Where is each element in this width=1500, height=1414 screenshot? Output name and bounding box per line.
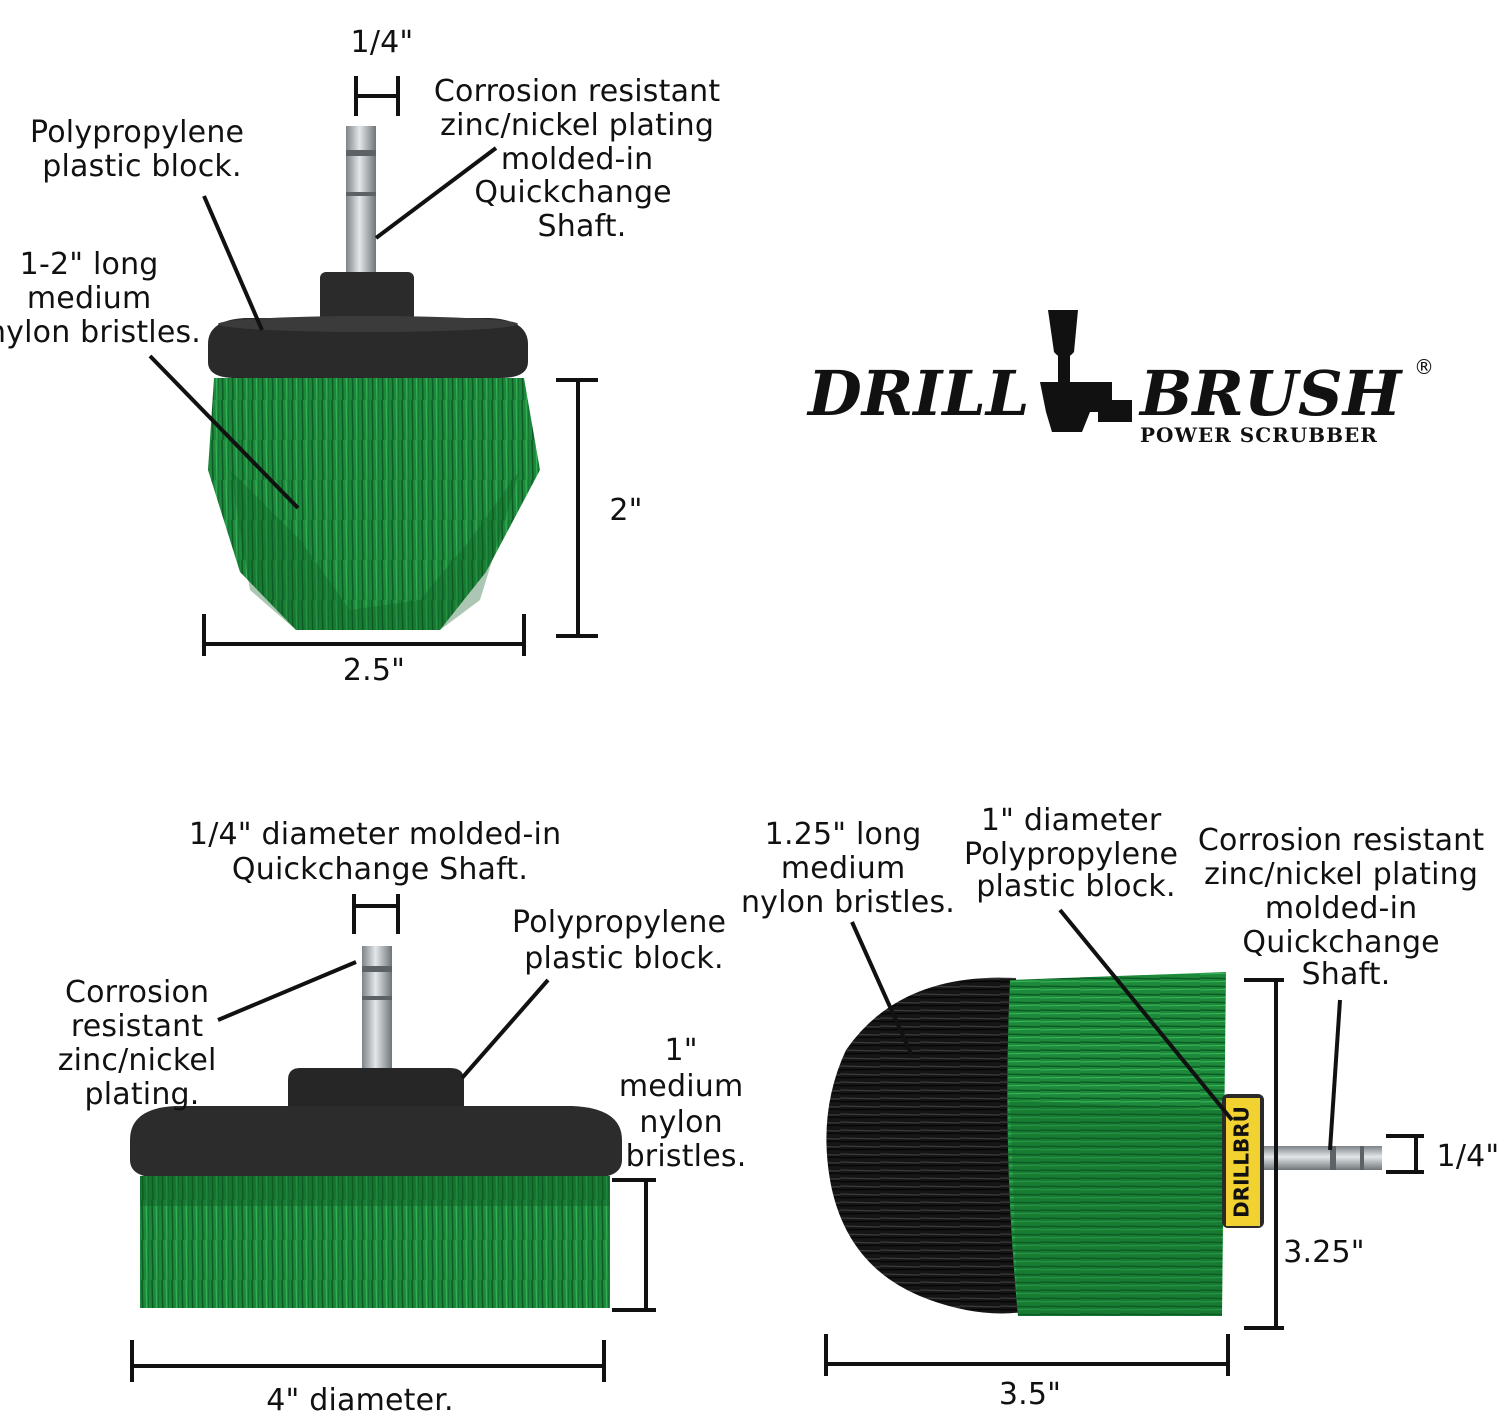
top-width-label: 2.5"	[343, 653, 405, 688]
br-shaft	[1264, 1146, 1382, 1170]
top-block-note: Polypropylene plastic block.	[30, 115, 254, 184]
bl-plating-leader	[217, 960, 357, 1022]
logo-word-brush: BRUSH	[1138, 357, 1404, 430]
top-width-dim	[202, 614, 526, 656]
drillbrush-logo: DRILL BRUSH ® POWER SCRUBBER	[806, 310, 1434, 447]
brush-bottom-right: DRILLBRU	[826, 972, 1382, 1316]
br-shaft-width-label: 1/4"	[1437, 1139, 1500, 1174]
br-height-label: 3.25"	[1283, 1235, 1365, 1270]
bl-shaft	[362, 946, 392, 1076]
bl-shaft-width-dim	[352, 894, 400, 934]
bl-diameter-dim	[130, 1340, 606, 1382]
br-brand-label-text: DRILLBRU	[1230, 1106, 1254, 1218]
br-length-dim	[824, 1334, 1230, 1376]
br-green-bristles	[1007, 972, 1226, 1316]
bl-block-leader	[460, 978, 550, 1080]
bl-shaft-note: 1/4" diameter molded-in Quickchange Shaf…	[189, 817, 571, 887]
bl-block-note: Polypropylene plastic block.	[512, 905, 736, 976]
br-length-label: 3.5"	[999, 1377, 1061, 1412]
top-bristles	[208, 378, 540, 630]
bl-bristles	[140, 1176, 610, 1308]
br-black-bristles	[826, 977, 1024, 1314]
top-bristle-note: 1-2" long medium nylon bristles.	[0, 247, 201, 350]
top-height-dim	[556, 378, 598, 638]
bl-height-dim	[612, 1178, 656, 1312]
top-shaft-width-dim	[354, 76, 400, 116]
top-height-label: 2"	[609, 493, 642, 528]
bl-bristle-note: 1" medium nylon bristles.	[619, 1033, 753, 1174]
logo-tagline: POWER SCRUBBER	[1140, 423, 1378, 447]
br-bristle-note: 1.25" long medium nylon bristles.	[741, 817, 955, 920]
top-hub	[320, 272, 414, 324]
top-bristle-leader	[148, 354, 300, 510]
br-block-leader	[1058, 908, 1234, 1122]
bl-plating-note: Corrosion resistant zinc/nickel plating.	[58, 975, 227, 1112]
top-shaft-width-label: 1/4"	[351, 25, 414, 60]
br-block-note: 1" diameter Polypropylene plastic block.	[964, 803, 1188, 904]
bl-hub	[288, 1068, 464, 1118]
top-shaft-leader	[374, 146, 498, 240]
drill-brush-logo-icon	[1040, 310, 1132, 432]
br-shaft-leader	[1328, 999, 1342, 1151]
br-shaft-note: Corrosion resistant zinc/nickel plating …	[1198, 823, 1494, 992]
logo-word-drill: DRILL	[806, 357, 1029, 430]
logo-registered-mark: ®	[1414, 355, 1434, 379]
top-shaft	[346, 126, 376, 278]
br-height-dim	[1244, 978, 1284, 1330]
brush-top	[208, 126, 540, 630]
br-shaft-width-dim	[1386, 1134, 1424, 1174]
bl-diameter-label: 4" diameter.	[266, 1383, 454, 1414]
top-block	[208, 318, 528, 378]
br-bristle-leader	[850, 921, 914, 1057]
bl-block	[130, 1106, 622, 1178]
brush-bottom-left	[130, 946, 622, 1308]
top-block-leader	[202, 195, 264, 331]
top-shaft-note: Corrosion resistant zinc/nickel plating …	[434, 74, 730, 244]
